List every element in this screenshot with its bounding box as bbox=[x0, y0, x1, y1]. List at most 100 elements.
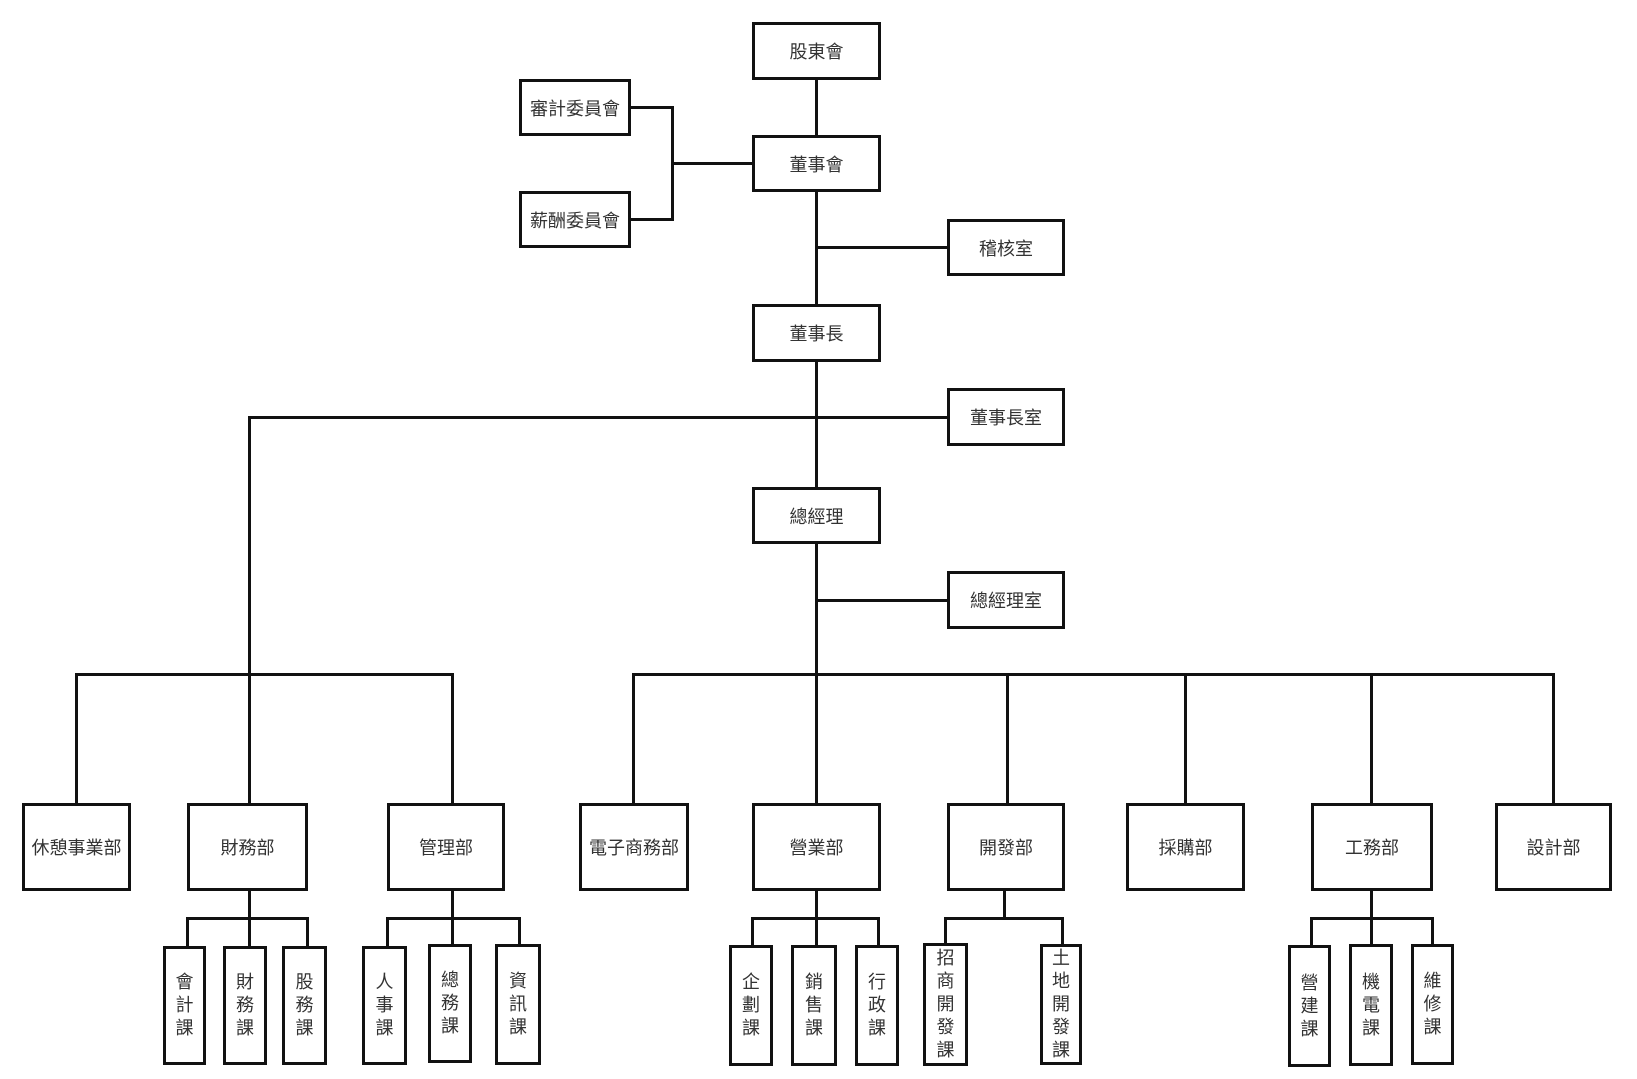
node-audit-committee[interactable]: 審計委員會 bbox=[519, 79, 631, 136]
connector-sales-s3 bbox=[877, 917, 880, 946]
section-label: 總務課 bbox=[440, 970, 459, 1037]
node-label: 董事長 bbox=[789, 324, 844, 345]
connector-engineering-s3 bbox=[1431, 917, 1434, 945]
node-label: 董事會 bbox=[789, 154, 844, 176]
connector-remuneration-committee bbox=[630, 218, 674, 221]
node-label: 股東會 bbox=[789, 42, 844, 63]
dept-label: 營業部 bbox=[789, 838, 844, 859]
connector-management-s3 bbox=[518, 917, 521, 945]
dept-label: 開發部 bbox=[979, 838, 1033, 859]
section-label: 機電課 bbox=[1361, 971, 1380, 1039]
connector-committee-board bbox=[671, 162, 753, 165]
dept-engineering[interactable]: 工務部 bbox=[1311, 803, 1433, 891]
node-label: 總經理室 bbox=[970, 591, 1042, 612]
node-label: 薪酬委員會 bbox=[530, 210, 620, 232]
node-remuneration-committee[interactable]: 薪酬委員會 bbox=[519, 191, 631, 248]
section-maintenance[interactable]: 維修課 bbox=[1411, 944, 1454, 1065]
connector-development-bus bbox=[944, 917, 1064, 920]
connector-management-s1 bbox=[386, 917, 389, 947]
node-shareholders[interactable]: 股東會 bbox=[752, 22, 881, 80]
connector-left-trunk bbox=[248, 416, 251, 676]
section-sales[interactable]: 銷售課 bbox=[791, 945, 837, 1066]
section-label: 會計課 bbox=[175, 972, 194, 1039]
section-label: 招商開發課 bbox=[936, 948, 955, 1061]
connector-finance-down bbox=[248, 890, 251, 919]
section-label: 財務課 bbox=[235, 972, 254, 1039]
connector-sales-down bbox=[815, 890, 818, 919]
section-label: 行政課 bbox=[867, 972, 886, 1039]
section-construction[interactable]: 營建課 bbox=[1288, 945, 1331, 1067]
connector-management-s2 bbox=[451, 917, 454, 945]
dept-label: 採購部 bbox=[1158, 838, 1213, 859]
section-label: 股務課 bbox=[295, 972, 314, 1039]
connector-sales-s2 bbox=[815, 917, 818, 946]
connector-engineering-s2 bbox=[1370, 917, 1373, 945]
connector-drop-development bbox=[1006, 673, 1009, 804]
dept-finance[interactable]: 財務部 bbox=[187, 803, 308, 891]
section-accounting[interactable]: 會計課 bbox=[163, 946, 206, 1065]
section-it[interactable]: 資訊課 bbox=[495, 944, 541, 1065]
section-hr[interactable]: 人事課 bbox=[362, 946, 407, 1065]
connector-left-bus bbox=[75, 673, 453, 676]
dept-design[interactable]: 設計部 bbox=[1495, 803, 1612, 891]
section-land-development[interactable]: 土地開發課 bbox=[1040, 944, 1082, 1065]
dept-label: 電子商務部 bbox=[589, 838, 679, 859]
connector-chairman-office bbox=[248, 416, 949, 419]
connector-development-down bbox=[1003, 890, 1006, 919]
dept-procurement[interactable]: 採購部 bbox=[1126, 803, 1245, 891]
dept-management[interactable]: 管理部 bbox=[387, 803, 505, 891]
connector-engineering-down bbox=[1370, 890, 1373, 919]
section-administration[interactable]: 行政課 bbox=[855, 945, 899, 1066]
node-label: 稽核室 bbox=[979, 238, 1033, 260]
section-general-affairs[interactable]: 總務課 bbox=[428, 944, 472, 1063]
node-chairman[interactable]: 董事長 bbox=[752, 304, 881, 362]
connector-engineering-s1 bbox=[1310, 917, 1313, 946]
connector-drop-ecommerce bbox=[632, 673, 635, 804]
connector-management-down bbox=[451, 890, 454, 919]
connector-drop-design bbox=[1552, 673, 1555, 804]
section-label: 資訊課 bbox=[508, 971, 527, 1038]
connector-sales-s1 bbox=[751, 917, 754, 946]
node-board[interactable]: 董事會 bbox=[752, 135, 881, 192]
section-tenant-development[interactable]: 招商開發課 bbox=[923, 943, 968, 1066]
connector-finance-s3 bbox=[306, 917, 309, 947]
node-general-manager[interactable]: 總經理 bbox=[752, 487, 881, 544]
connector-drop-management bbox=[451, 673, 454, 804]
node-gm-office[interactable]: 總經理室 bbox=[947, 571, 1065, 629]
dept-label: 設計部 bbox=[1526, 838, 1581, 859]
node-label: 總經理 bbox=[789, 506, 844, 528]
dept-label: 休憩事業部 bbox=[31, 838, 122, 859]
connector-drop-engineering bbox=[1370, 673, 1373, 804]
connector-drop-finance bbox=[248, 673, 251, 804]
section-label: 維修課 bbox=[1423, 971, 1442, 1038]
dept-label: 管理部 bbox=[419, 838, 473, 859]
dept-sales[interactable]: 營業部 bbox=[752, 803, 881, 891]
connector-gm-trunk bbox=[815, 543, 818, 676]
node-chairman-office[interactable]: 董事長室 bbox=[947, 388, 1065, 446]
dept-label: 財務部 bbox=[220, 838, 275, 859]
connector-development-s1 bbox=[944, 917, 947, 944]
connector-finance-s2 bbox=[248, 917, 251, 947]
section-label: 營建課 bbox=[1300, 972, 1319, 1040]
connector-finance-s1 bbox=[186, 917, 189, 947]
section-finance[interactable]: 財務課 bbox=[223, 946, 267, 1065]
node-label: 董事長室 bbox=[970, 408, 1042, 429]
section-label: 人事課 bbox=[375, 972, 394, 1039]
connector-drop-procurement bbox=[1184, 673, 1187, 804]
connector-audit-committee bbox=[630, 106, 674, 109]
dept-leisure[interactable]: 休憩事業部 bbox=[22, 803, 131, 891]
section-electromechanical[interactable]: 機電課 bbox=[1349, 944, 1393, 1066]
node-internal-audit[interactable]: 稽核室 bbox=[947, 219, 1065, 276]
connector-gm-office bbox=[815, 599, 948, 602]
dept-development[interactable]: 開發部 bbox=[947, 803, 1065, 891]
connector-drop-leisure bbox=[75, 673, 78, 804]
section-label: 企劃課 bbox=[741, 972, 760, 1039]
node-label: 審計委員會 bbox=[530, 98, 620, 120]
section-planning[interactable]: 企劃課 bbox=[729, 945, 773, 1066]
connector-finance-bus bbox=[186, 917, 309, 920]
dept-ecommerce[interactable]: 電子商務部 bbox=[579, 803, 689, 891]
connector-chairman-gm bbox=[815, 361, 818, 488]
section-stock-affairs[interactable]: 股務課 bbox=[282, 946, 327, 1065]
connector-development-s2 bbox=[1061, 917, 1064, 945]
